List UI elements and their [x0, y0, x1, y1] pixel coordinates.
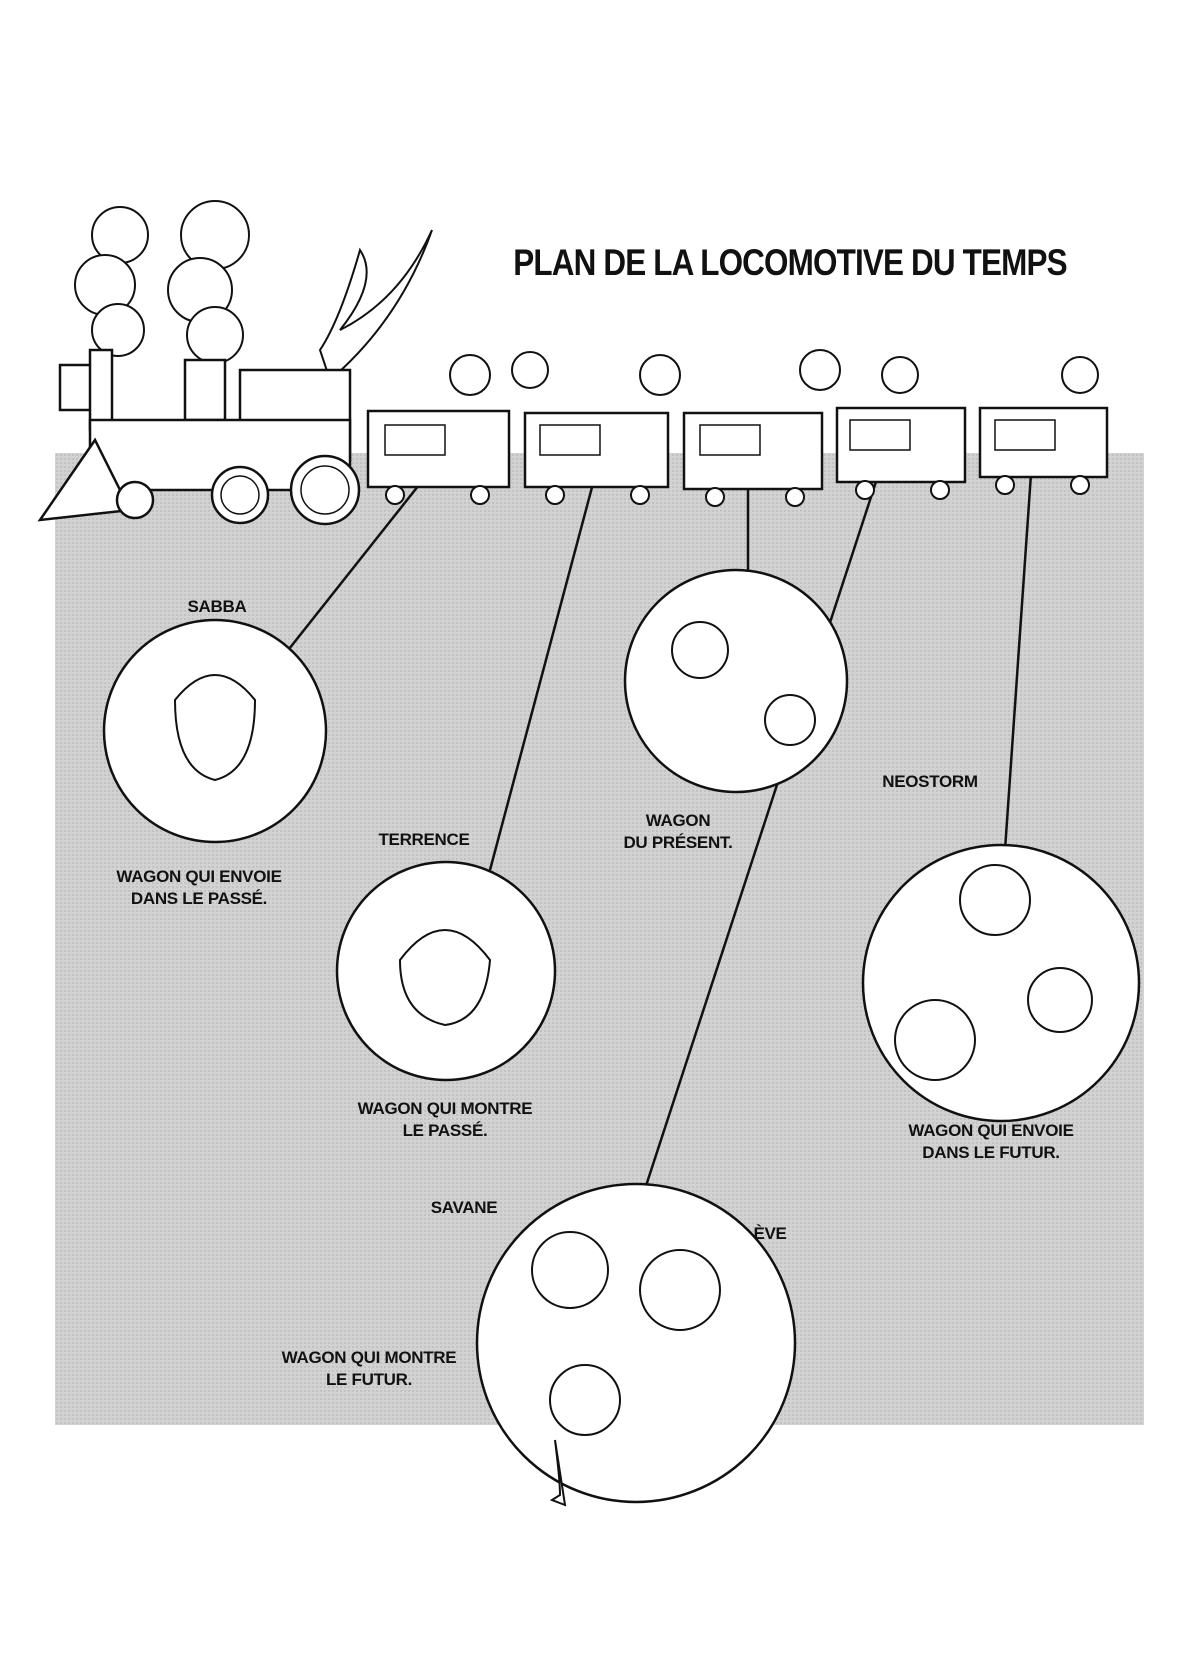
wagon-description-sabba: WAGON QUI ENVOIE DANS LE PASSÉ. [116, 866, 282, 910]
connector-line-terrence [488, 460, 601, 871]
connector-line-neostorm [1003, 444, 1035, 851]
desc-line: DANS LE FUTUR. [922, 1143, 1060, 1162]
character-label-neostorm: NEOSTORM [882, 772, 978, 791]
wagon-description-neostorm: WAGON QUI ENVOIE DANS LE FUTUR. [908, 1120, 1074, 1164]
desc-line: DU PRÉSENT. [623, 833, 733, 852]
connector-line-sabba [288, 465, 435, 650]
desc-line: DANS LE PASSÉ. [130, 889, 268, 908]
wagon-description-savane: WAGON QUI MONTRE LE FUTUR. [282, 1347, 457, 1391]
connector-lines [288, 444, 1035, 1196]
wagon-description-terrence: WAGON QUI MONTRE LE PASSÉ. [358, 1098, 533, 1142]
desc-line: LE PASSÉ. [402, 1121, 488, 1140]
character-label-sabba: SABBA [187, 597, 247, 616]
desc-line: WAGON QUI ENVOIE [908, 1121, 1074, 1140]
portrait-circle-sabba [102, 618, 328, 844]
wagon-description-present: WAGON DU PRÉSENT. [623, 810, 732, 854]
desc-line: LE FUTUR. [325, 1370, 413, 1389]
desc-line: WAGON QUI MONTRE [357, 1099, 533, 1118]
wagon-cars-icon [366, 406, 1109, 507]
character-label-terrence: TERRENCE [378, 830, 470, 849]
character-label-savane: SAVANE [430, 1198, 498, 1217]
devil-tail-icon [549, 1439, 567, 1507]
connector-line-savane [641, 444, 890, 1196]
page-title: PLAN DE LA LOCOMOTIVE DU TEMPS [513, 242, 1067, 283]
character-label-eve: ÈVE [753, 1224, 787, 1243]
wing-icon [318, 229, 433, 382]
desc-line: WAGON QUI MONTRE [281, 1348, 457, 1367]
portrait-circle-neostorm [861, 843, 1141, 1123]
locomotive-icon [37, 348, 361, 526]
portrait-circle-savane-eve [475, 1182, 797, 1504]
desc-line: WAGON [645, 811, 711, 830]
portrait-circle-terrence [335, 860, 557, 1082]
smoke-clouds-icon [74, 200, 1099, 396]
desc-line: WAGON QUI ENVOIE [116, 867, 282, 886]
character-faces-icon [173, 621, 1093, 1436]
portrait-circle-present [623, 568, 849, 794]
